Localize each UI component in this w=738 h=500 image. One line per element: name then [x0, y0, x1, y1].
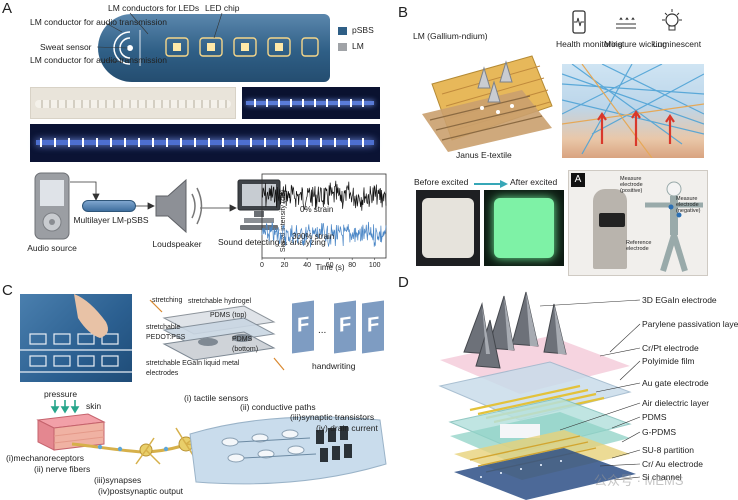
moisture-wicking-icon — [616, 17, 636, 29]
label-tactile: (i) tactile sensors — [184, 393, 249, 403]
health-monitoring-icon — [572, 10, 586, 34]
label-hydrogel: stretchable hydrogel — [188, 298, 252, 305]
layer-label-4: Au gate electrode — [642, 378, 709, 388]
layer-label-7: G-PDMS — [642, 427, 676, 437]
layer-label-6: PDMS — [642, 412, 667, 422]
photo-touch-device — [20, 294, 132, 382]
audio-source-icon — [34, 172, 70, 240]
series-line-0 — [261, 180, 387, 211]
label-transistors: (iii)synaptic transistors — [290, 412, 375, 422]
label-audio-source: Audio source — [27, 243, 77, 253]
label-conductive: (ii) conductive paths — [240, 402, 316, 412]
computer-icon — [237, 179, 281, 230]
layer-label-0: 3D EGaIn electrode — [642, 295, 717, 305]
skin-block — [36, 413, 106, 451]
chart-frame — [261, 173, 387, 259]
label-lm-led: LM conductors for LEDs — [108, 3, 200, 13]
x-tick-label-0: 0 — [260, 262, 264, 269]
series-line-1 — [261, 221, 387, 248]
x-tick-label-2: 40 — [303, 262, 311, 269]
label-nerve: (ii) nerve fibers — [34, 464, 91, 474]
label-multilayer: Multilayer LM-pSBS — [73, 215, 149, 225]
x-tick-label-5: 100 — [369, 262, 381, 269]
panel-b-label: B — [398, 4, 409, 21]
pressure-arrows — [50, 400, 80, 414]
label-led-chip: LED chip — [205, 3, 240, 13]
photo-fiber-led-2 — [30, 124, 380, 162]
label-measure-pos: Measure electrode (positive) — [620, 176, 643, 194]
janus-textile-illustration — [422, 55, 553, 152]
label-pdms-top: PDMS (top) — [210, 312, 247, 319]
chart-xlabel: Time (s) — [315, 263, 345, 272]
feature-moisture: Moisture wicking — [604, 39, 667, 49]
neuron-illustration — [71, 427, 205, 465]
handwriting-dots: ... — [318, 325, 327, 336]
photo-wearable-demo: A — [568, 170, 708, 276]
series-label-0: 0% strain — [300, 205, 334, 214]
layer-label-10: Si channel — [642, 472, 682, 482]
panel-a-label: A — [2, 0, 13, 17]
legend-lm-swatch — [338, 43, 347, 51]
label-loudspeaker: Loudspeaker — [152, 239, 202, 249]
x-tick-label-3: 60 — [326, 262, 334, 269]
label-lm-audio-top: LM conductor for audio transmission — [30, 17, 168, 27]
label-after: After excited — [510, 177, 558, 187]
label-skin: skin — [86, 401, 102, 411]
label-pressure: pressure — [44, 389, 78, 399]
layer-label-5: Air dielectric layer — [642, 398, 710, 408]
label-pdms-bottom: PDMS (bottom) — [232, 336, 259, 353]
device-leader-lines — [96, 12, 223, 63]
panel-d-label: D — [398, 274, 409, 291]
watermark: 公众号 · MEMS — [594, 473, 684, 488]
photo-fiber-led-1 — [242, 87, 380, 119]
loudspeaker-icon — [155, 178, 203, 234]
label-lm-gallium: LM (Gallium-ndium) — [413, 31, 488, 41]
label-stretching: stretching — [152, 297, 183, 304]
label-pedot: stretchable PEDOT:PSS — [146, 324, 186, 341]
layer-label-2: Cr/Pt electrode — [642, 343, 699, 353]
label-sound-detect: Sound detecting & analyzing — [218, 237, 326, 247]
legend-psbs-label: pSBS — [352, 25, 374, 35]
label-measure-neg: Measure electrode (negative) — [676, 196, 701, 214]
layer-label-8: SU-8 partition — [642, 445, 694, 455]
sub-label-a: A — [571, 173, 585, 187]
label-janus: Janus E-textile — [456, 150, 512, 160]
label-before: Before excited — [414, 177, 469, 187]
x-tick-label-1: 20 — [281, 262, 289, 269]
photo-before-excited — [416, 190, 480, 266]
device-layer-stack-d — [438, 291, 636, 500]
label-lm-audio-bottom: LM conductor for audio transmission — [30, 55, 168, 65]
label-synapses: (iii)synapses — [94, 475, 142, 485]
label-handwriting: handwriting — [312, 361, 356, 371]
waveform-chart: 0 20 40 60 80 100 — [260, 173, 387, 269]
x-tick-label-4: 80 — [348, 262, 356, 269]
electronic-skin-sheet — [189, 416, 387, 485]
layer-stack-c — [149, 299, 285, 371]
layer-label-9: Cr/ Au electrode — [642, 459, 703, 469]
flow-arrows — [70, 181, 237, 212]
excited-arrow — [474, 180, 508, 188]
photo-fiber-white — [30, 87, 236, 119]
luminescent-bulb-icon — [662, 9, 682, 31]
led-chips — [165, 37, 319, 57]
layer-label-1: Parylene passivation layer — [642, 319, 738, 329]
panel-c-label: C — [2, 282, 13, 299]
legend-lm-label: LM — [352, 41, 364, 51]
legend-psbs-swatch — [338, 27, 347, 35]
feature-health: Health monitoring — [556, 39, 623, 49]
layer-label-3: Polyimide film — [642, 356, 695, 366]
photo-fiber-network — [562, 64, 704, 158]
series-label-1: 300% strain — [292, 232, 335, 241]
label-egain: stretchable EGaIn liquid metal electrode… — [146, 360, 240, 377]
photo-after-excited — [484, 190, 564, 266]
multilayer-fiber-icon — [82, 200, 136, 212]
label-drain: (iv) drain current — [316, 423, 378, 433]
label-mechano: (i)mechanoreceptors — [6, 453, 84, 463]
label-postsyn: (iv)postsynaptic output — [98, 486, 184, 496]
label-reference: Reference electrode — [626, 240, 652, 252]
feature-luminescent: Luminescent — [652, 39, 702, 49]
label-sweat-sensor: Sweat sensor — [40, 42, 92, 52]
